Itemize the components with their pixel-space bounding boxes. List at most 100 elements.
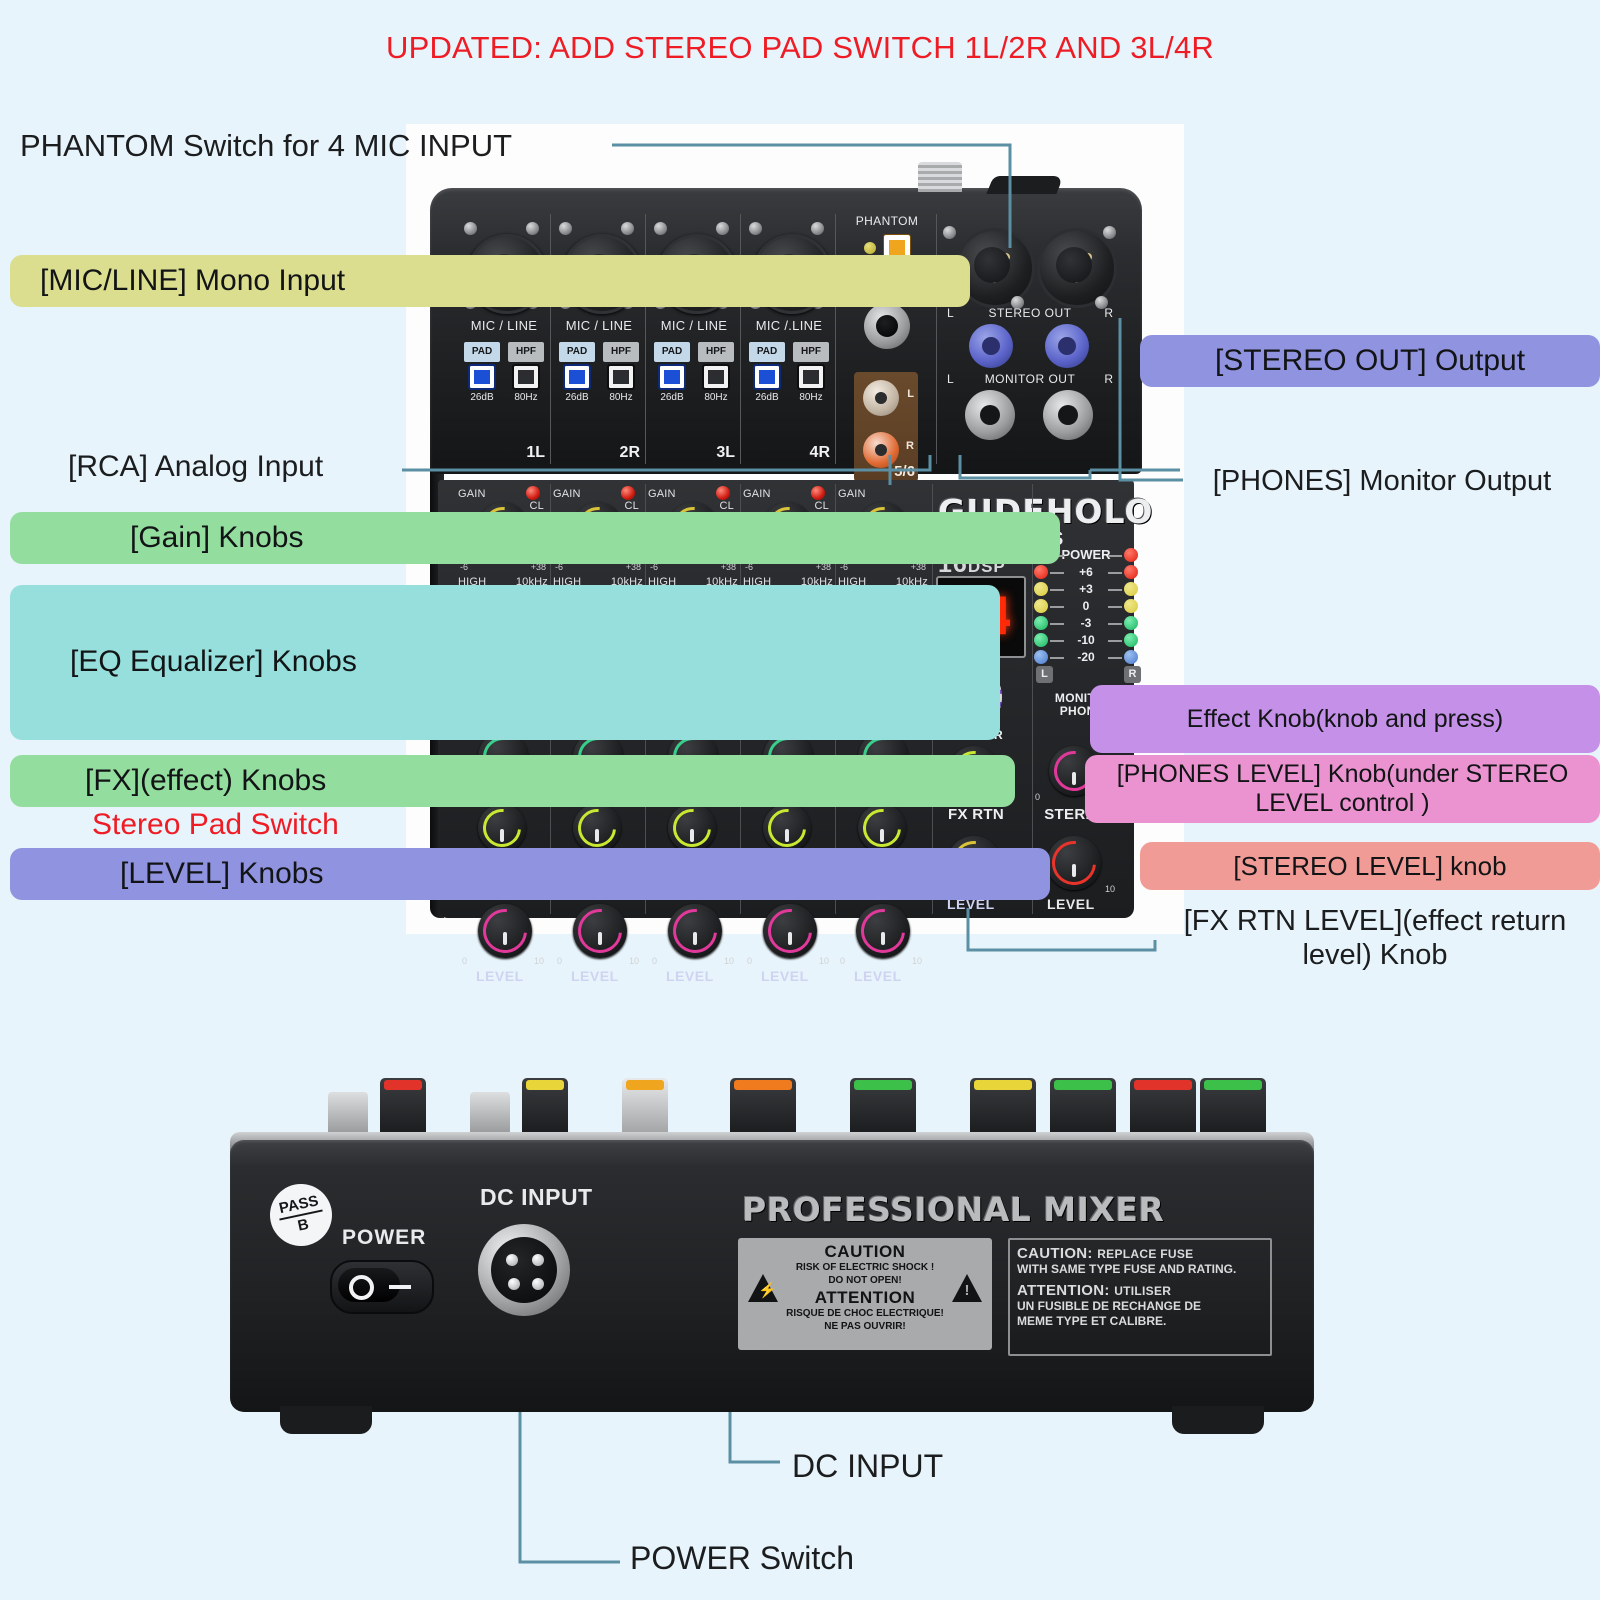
meter-label-minus20: -20: [1048, 650, 1124, 664]
level-ten-1: 10: [534, 956, 545, 966]
dc-input-label: DC INPUT: [480, 1184, 593, 1210]
hpf-label-3: HPF: [698, 342, 734, 362]
band-level: [LEVEL] Knobs: [10, 848, 1050, 900]
phantom-led-icon: [863, 242, 876, 254]
level-ten-4: 10: [819, 956, 830, 966]
input-channel-number-1: 1L: [526, 444, 545, 461]
label-fx-rtn-level: [FX RTN LEVEL](effect return level) Knob: [1183, 905, 1567, 971]
fx-rtn-label: FX RTN: [948, 806, 1004, 823]
band-eq: [EQ Equalizer] Knobs: [10, 585, 1000, 740]
rca-jack-left[interactable]: [863, 380, 899, 416]
phones-output-jack[interactable]: [864, 303, 910, 349]
gain-sub-min-1: -6: [460, 562, 469, 572]
fx-knob-4[interactable]: [760, 801, 814, 855]
gain-sub-max-2: +38: [625, 562, 641, 572]
fx-knob-5[interactable]: [855, 801, 909, 855]
jack-label-3: MIC / LINE: [660, 318, 728, 333]
level-zero-4: 0: [747, 956, 753, 966]
mixer-rear-view: PASS B POWER DC INPUT PROFESSIONAL MIXER…: [222, 1040, 1322, 1460]
stereo-out-left-tag: L: [947, 306, 954, 320]
pass-b-sticker: PASS B: [264, 1178, 338, 1252]
monitor-out-trs-left[interactable]: [969, 324, 1013, 368]
level-zero-3: 0: [652, 956, 658, 966]
hpf-button-3[interactable]: [702, 364, 730, 390]
pad-button-3[interactable]: [658, 364, 686, 390]
gain-sub-max-1: +38: [530, 562, 546, 572]
rear-knob-3: [622, 1078, 668, 1140]
hpf-button-4[interactable]: [797, 364, 825, 390]
monitor-out-trs-right[interactable]: [1045, 324, 1089, 368]
clip-led-3: [716, 486, 730, 500]
outputs-column: STEREO OUT L R MONITOR OUT L R: [936, 214, 1123, 464]
clip-label-4: CL: [814, 500, 829, 512]
pad-button-1[interactable]: [468, 364, 496, 390]
clip-led-1: [526, 486, 540, 500]
pad-button-2[interactable]: [563, 364, 591, 390]
level-knob-2[interactable]: [569, 900, 631, 962]
monitor-jack-left[interactable]: [965, 390, 1015, 440]
gain-sub-min-4: -6: [745, 562, 754, 572]
power-switch[interactable]: [330, 1260, 434, 1314]
caution-panel-left: ⚡ ! CAUTION RISK OF ELECTRIC SHOCK ! DO …: [738, 1238, 992, 1350]
clip-led-4: [811, 486, 825, 500]
pad-label-3: PAD: [654, 342, 690, 362]
gain-label-3: GAIN: [648, 488, 676, 500]
level-knob-4[interactable]: [759, 900, 821, 962]
rear-knob-2: [522, 1078, 568, 1140]
rear-top-jack: [918, 162, 962, 192]
fx-knob-3[interactable]: [665, 801, 719, 855]
hpf-label-4: HPF: [793, 342, 829, 362]
level-knob-5[interactable]: [852, 900, 914, 962]
input-channel-number-3: 3L: [716, 444, 735, 461]
level-knob-1[interactable]: [474, 900, 536, 962]
hpf-value-4: 80Hz: [799, 392, 823, 403]
power-label: POWER: [342, 1226, 427, 1249]
band-phones-level-text: [PHONES LEVEL] Knob(under STEREO LEVEL c…: [1116, 760, 1569, 817]
hpf-button-2[interactable]: [607, 364, 635, 390]
updated-headline: UPDATED: ADD STEREO PAD SWITCH 1L/2R AND…: [385, 30, 1215, 65]
band-effect-knob-text: Effect Knob(knob and press): [1186, 704, 1504, 733]
label-rca: [RCA] Analog Input: [68, 450, 324, 483]
gain-sub-min-5: -6: [840, 562, 849, 572]
monitor-jack-right[interactable]: [1043, 390, 1093, 440]
level-knob-row: 0 10 LEVEL 0 10 LEVEL 0 10 LEVEL 0 10 LE…: [456, 898, 926, 994]
jack-label-4: MIC /.LINE: [755, 318, 823, 333]
fuse-caution-head: CAUTION:: [1017, 1245, 1093, 1262]
level-knob-3[interactable]: [664, 900, 726, 962]
pad-button-4[interactable]: [753, 364, 781, 390]
stereo-level-caption: LEVEL: [1047, 896, 1095, 912]
professional-mixer-title: PROFESSIONAL MIXER: [742, 1190, 1165, 1229]
hpf-button-1[interactable]: [512, 364, 540, 390]
fx-knob-2[interactable]: [570, 801, 624, 855]
rear-knob-8: [1130, 1078, 1196, 1140]
gain-label-5: GAIN: [838, 488, 866, 500]
level-ten-5: 10: [912, 956, 923, 966]
level-zero-1: 0: [462, 956, 468, 966]
rear-knob-1: [380, 1078, 426, 1140]
rca-right-label: R: [906, 440, 914, 452]
rear-protruding-controls: [230, 1040, 1314, 1140]
band-stereo-level: [STEREO LEVEL] knob: [1140, 842, 1600, 890]
level-zero-2: 0: [557, 956, 563, 966]
meter-label-zero: 0: [1048, 599, 1124, 613]
band-effect-knob: Effect Knob(knob and press): [1090, 685, 1600, 753]
level-ten-3: 10: [724, 956, 735, 966]
stereo-out-label: STEREO OUT: [988, 306, 1072, 320]
fuse-attention-line2: UN FUSIBLE DE RECHANGE DE: [1017, 1299, 1202, 1314]
level-zero-5: 0: [840, 956, 846, 966]
stereo-level-knob[interactable]: [1043, 832, 1105, 894]
rear-foot-left: [280, 1406, 372, 1434]
input-cell-3: MIC / LINE PAD 26dB HPF 80Hz 3L: [648, 214, 741, 464]
stereo-out-xlr-right[interactable]: [1037, 228, 1117, 308]
monitor-out-left-tag: L: [947, 372, 954, 386]
monitor-out-label: MONITOR OUT: [984, 372, 1076, 386]
dc-input-connector[interactable]: [478, 1224, 570, 1316]
rear-foot-right: [1172, 1406, 1264, 1434]
band-phones-level: [PHONES LEVEL] Knob(under STEREO LEVEL c…: [1085, 755, 1600, 823]
input-channel-number-2: 2R: [619, 444, 640, 461]
fx-knob-1[interactable]: [475, 801, 529, 855]
rca-input-block[interactable]: L R 5/6: [854, 372, 918, 482]
phantom-phones-column: PHANTOM PHONES L R 5/6: [846, 214, 928, 482]
rear-chassis: PASS B POWER DC INPUT PROFESSIONAL MIXER…: [230, 1140, 1314, 1434]
band-fx: [FX](effect) Knobs: [10, 755, 1015, 807]
